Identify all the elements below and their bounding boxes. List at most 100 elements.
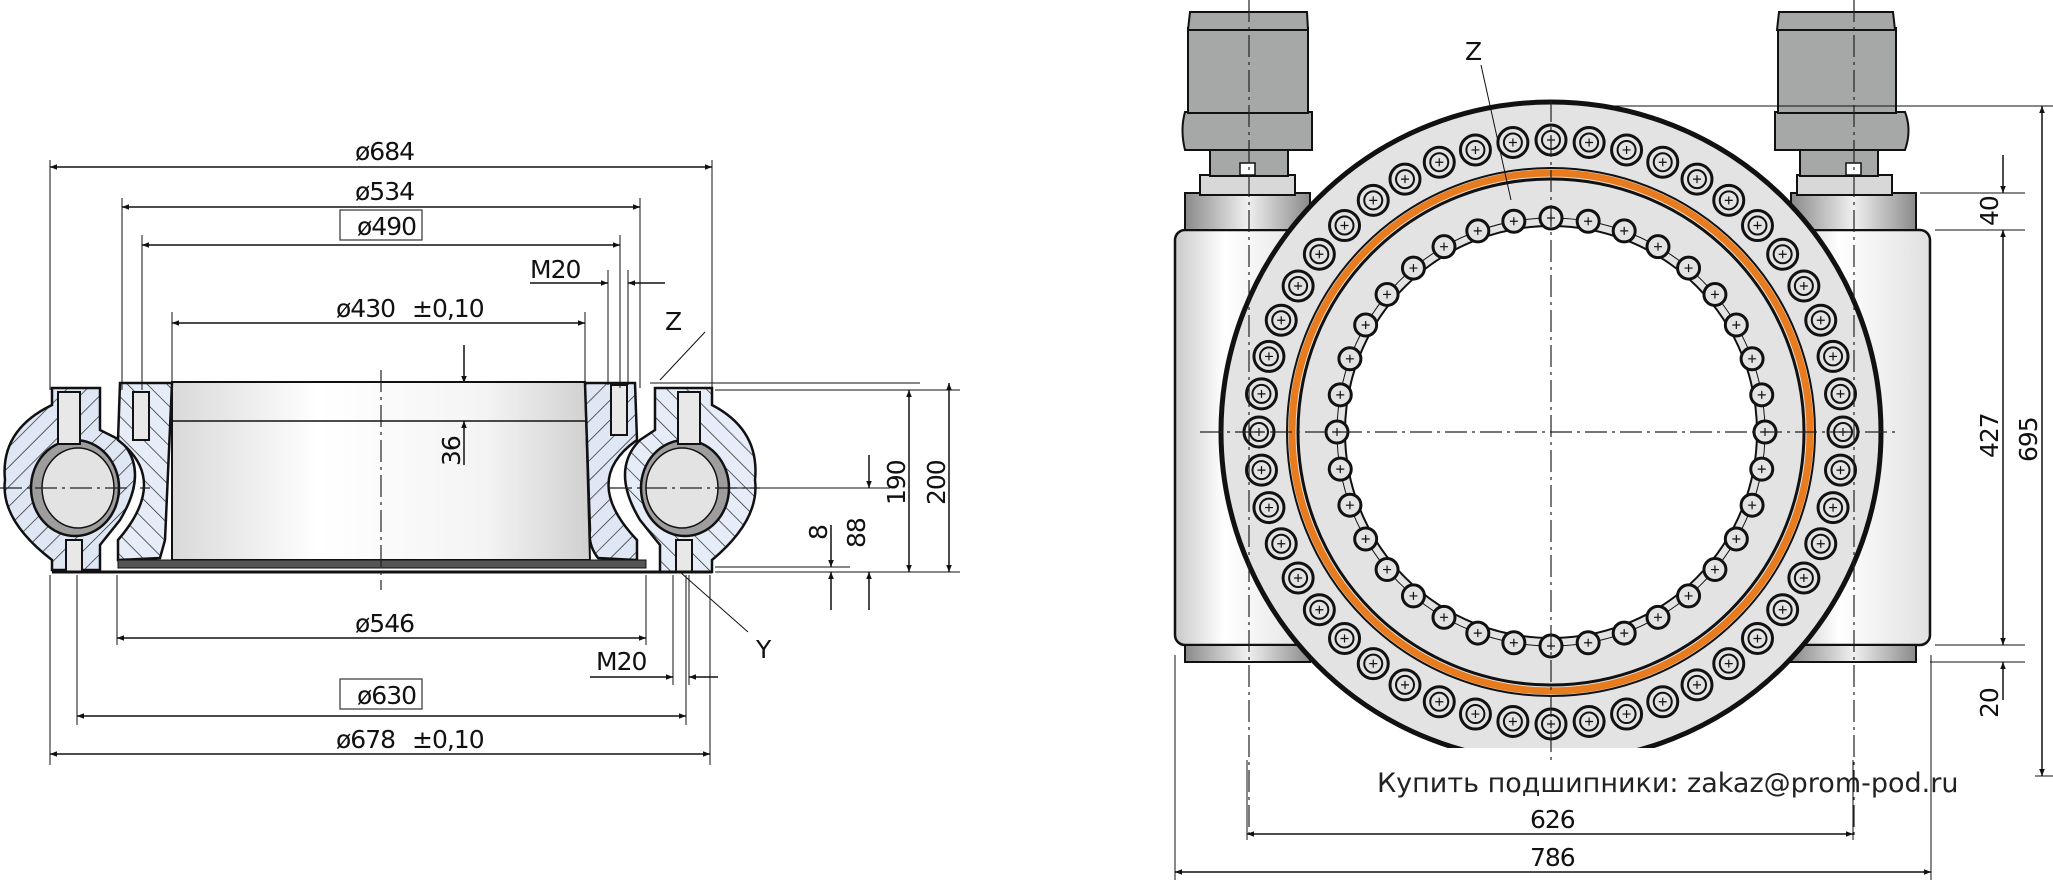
outer-bolt: [1244, 453, 1278, 487]
dim-thread-top: M20: [530, 255, 580, 284]
outer-bolt: [1572, 125, 1606, 159]
outer-bolt: [1740, 621, 1774, 655]
dim-490-box: [339, 209, 423, 241]
left-sectional-view: ø684 ø534 ø490 M20 ø430 ±0,10 Z 36 190 2…: [0, 137, 960, 765]
dim-outer-fit-tolerance: ±0,10: [412, 725, 484, 754]
right-extension-lines: [1174, 105, 2053, 880]
inner-bolt: [1702, 281, 1728, 307]
inner-bolt: [1676, 583, 1702, 609]
right-bolt-inner: [610, 384, 628, 436]
outer-bolts: [1242, 123, 1860, 741]
inner-bolt: [1327, 382, 1353, 408]
outer-bolt: [1740, 209, 1774, 243]
outer-bolt: [1328, 209, 1362, 243]
inner-bolt: [1611, 620, 1637, 646]
inner-bolt: [1400, 583, 1426, 609]
outer-bolt: [1281, 561, 1315, 595]
outer-bolt: [1264, 527, 1298, 561]
inner-bolt: [1645, 604, 1671, 630]
inner-bolt: [1431, 234, 1457, 260]
inner-bolt: [1739, 492, 1765, 518]
outer-bolt: [1302, 593, 1336, 627]
outer-bolt: [1646, 145, 1680, 179]
left-flange-top: [1184, 192, 1311, 231]
inner-bolt: [1431, 604, 1457, 630]
dim-height-8: 8: [804, 525, 833, 540]
outer-bolt: [1496, 705, 1530, 739]
outer-bolt: [1766, 237, 1800, 271]
outer-bolt: [1787, 269, 1821, 303]
outer-bolt: [1264, 303, 1298, 337]
outer-bolt: [1816, 491, 1850, 525]
dim-height-36: 36: [437, 436, 466, 466]
outer-bolt: [1302, 237, 1336, 271]
inner-bolt: [1400, 255, 1426, 281]
inner-bolt: [1611, 218, 1637, 244]
inner-bolt: [1353, 312, 1379, 338]
outer-bolt: [1787, 561, 1821, 595]
dim-bolt-circle-534: ø534: [355, 177, 414, 206]
inner-bolt: [1645, 234, 1671, 260]
outer-bolt: [1356, 647, 1390, 681]
inner-bolt: [1749, 382, 1775, 408]
inner-bolt: [1702, 557, 1728, 583]
inner-bolt: [1337, 346, 1363, 372]
outer-bolt: [1572, 705, 1606, 739]
dim-inner-tolerance: ±0,10: [412, 294, 484, 323]
dim-height-190: 190: [882, 460, 911, 505]
outer-bolt: [1281, 269, 1315, 303]
inner-bolt: [1575, 630, 1601, 656]
inner-bolt: [1374, 281, 1400, 307]
outer-bolt: [1824, 377, 1858, 411]
right-top-view: Z 40 427 695 20 626 786: [1170, 0, 2053, 880]
dim-height-40: 40: [1975, 196, 2004, 226]
dim-height-88: 88: [842, 518, 871, 548]
left-dimension-lines: [50, 164, 952, 757]
outer-bolt: [1610, 133, 1644, 167]
outer-bolt: [1712, 647, 1746, 681]
inner-bolt: [1676, 255, 1702, 281]
outer-bolt: [1680, 668, 1714, 702]
outer-bolt: [1712, 183, 1746, 217]
dim-height-695: 695: [2014, 417, 2043, 462]
inner-bolt: [1723, 526, 1749, 552]
dim-height-427: 427: [1975, 413, 2004, 458]
outer-bolt: [1610, 697, 1644, 731]
outer-bolt: [1388, 668, 1422, 702]
inner-bolts: [1324, 205, 1778, 659]
outer-bolt: [1388, 162, 1422, 196]
right-bolt-top: [677, 391, 701, 445]
outer-bolt: [1804, 527, 1838, 561]
right-motor: [1774, 11, 1910, 196]
outer-bolt: [1680, 162, 1714, 196]
left-bolt-bottom: [65, 539, 83, 573]
footer-contact-text[interactable]: Купить подшипники: zakaz@prom-pod.ru: [1377, 768, 1958, 799]
callout-y: Y: [755, 635, 772, 664]
inner-bolt: [1465, 218, 1491, 244]
outer-bolt: [1458, 133, 1492, 167]
inner-bolt: [1739, 346, 1765, 372]
inner-bolt: [1575, 208, 1601, 234]
dim-width-786: 786: [1530, 843, 1575, 872]
dim-height-200: 200: [922, 460, 951, 505]
outer-bolt: [1824, 453, 1858, 487]
right-bolt-bottom: [675, 539, 693, 573]
dim-bottom-546: ø546: [355, 609, 414, 638]
inner-bolt: [1353, 526, 1379, 552]
outer-bolt: [1804, 303, 1838, 337]
outer-bolt: [1422, 685, 1456, 719]
dim-inner-diameter: ø430: [336, 294, 395, 323]
inner-bolt: [1723, 312, 1749, 338]
inner-bolt: [1749, 456, 1775, 482]
left-flange-bottom: [1184, 644, 1311, 663]
inner-bolt: [1501, 630, 1527, 656]
outer-bolt: [1252, 339, 1286, 373]
outer-bolt: [1816, 339, 1850, 373]
inner-bolt: [1501, 208, 1527, 234]
bottom-seal: [117, 559, 647, 569]
dim-thread-bottom: M20: [596, 647, 646, 676]
left-motor: [1181, 11, 1313, 196]
outer-bolt: [1766, 593, 1800, 627]
dim-gear-490: ø490: [357, 212, 416, 241]
